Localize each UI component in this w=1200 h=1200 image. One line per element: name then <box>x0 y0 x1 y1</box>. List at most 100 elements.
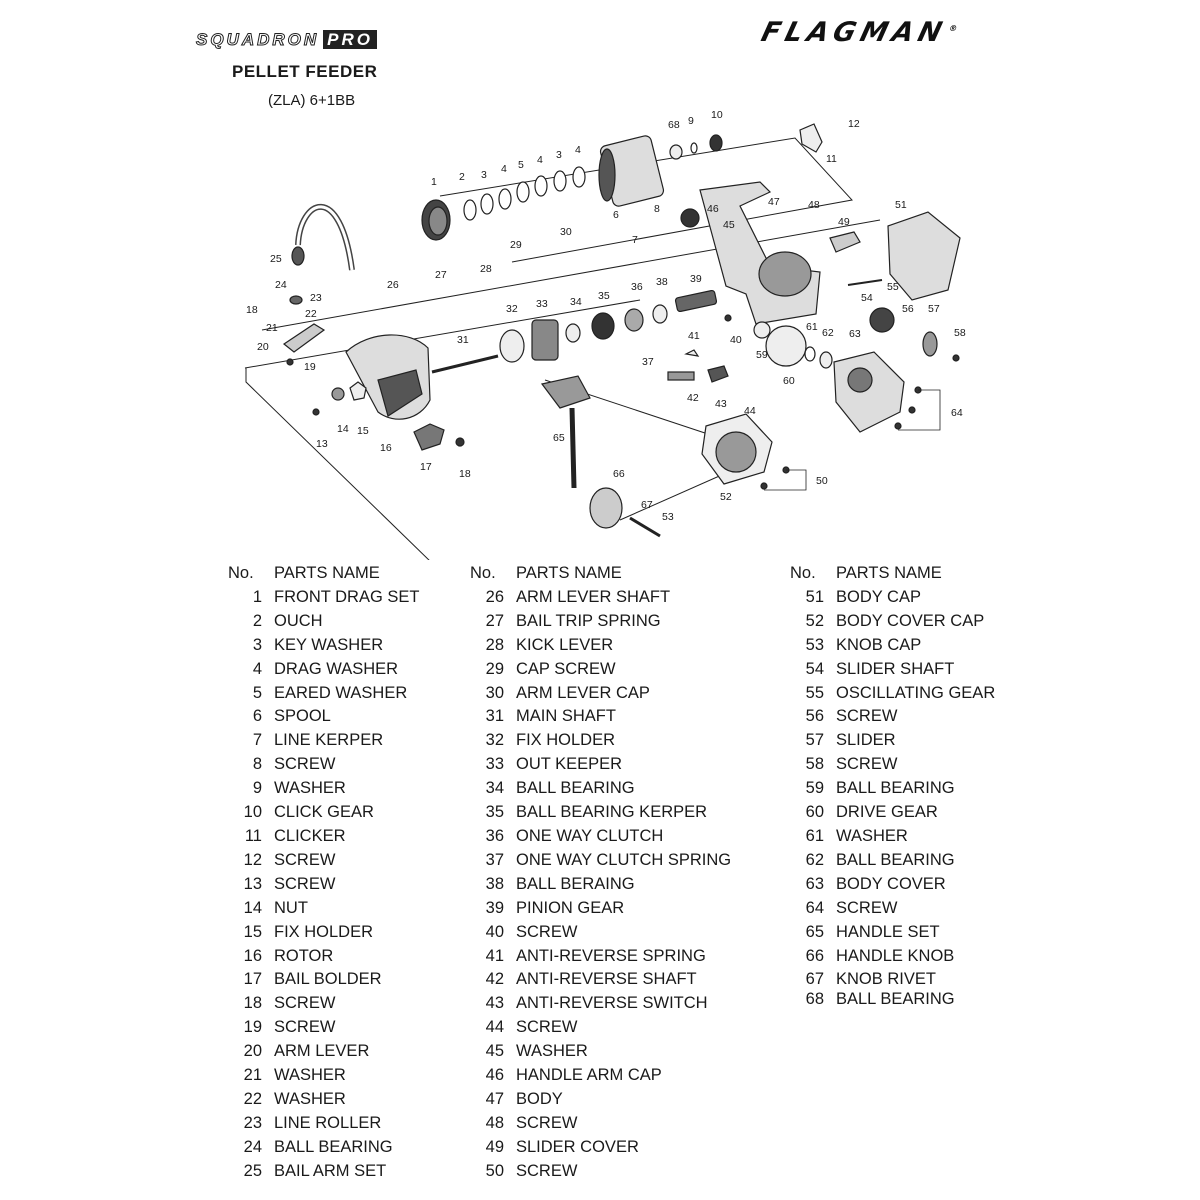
bearing-part <box>819 351 833 369</box>
part-name: FIX HOLDER <box>516 731 616 750</box>
washer-part <box>572 166 586 188</box>
part-callout: 27 <box>435 269 447 281</box>
part-name: SCREW <box>274 1018 336 1037</box>
fix-holder-part <box>349 381 367 401</box>
part-number: 10 <box>243 803 262 822</box>
bearing-part <box>591 312 615 340</box>
part-callout: 65 <box>553 432 565 444</box>
part-name: WASHER <box>274 779 346 798</box>
part-number: 52 <box>805 611 824 630</box>
part-callout: 58 <box>954 327 966 339</box>
part-number: 51 <box>805 587 824 606</box>
part-number: 22 <box>243 1089 262 1108</box>
part-name: BAIL BOLDER <box>274 970 382 989</box>
part-callout: 23 <box>310 292 322 304</box>
part-number: 55 <box>805 683 824 702</box>
anti-reverse-shaft-part <box>667 371 695 381</box>
part-number: 36 <box>485 826 504 845</box>
out-keeper-part <box>531 319 559 361</box>
part-name: SCREW <box>836 898 898 917</box>
part-number: 67 <box>805 970 824 989</box>
part-name: ONE WAY CLUTCH <box>516 826 664 845</box>
clutch-part <box>624 308 644 332</box>
part-name: SLIDER COVER <box>516 1137 639 1156</box>
part-name: SCREW <box>836 755 898 774</box>
part-callout: 21 <box>266 322 278 334</box>
part-name: ROTOR <box>274 946 334 965</box>
part-callout: 53 <box>662 511 674 523</box>
part-number: 62 <box>805 850 824 869</box>
parts-header: No.PARTS NAME <box>790 562 995 586</box>
part-number: 4 <box>252 659 262 678</box>
part-callout: 47 <box>768 196 780 208</box>
part-number: 43 <box>485 994 504 1013</box>
knob-rivet-part <box>629 516 661 538</box>
part-callout: 55 <box>887 281 899 293</box>
part-callout: 17 <box>420 461 432 473</box>
part-callout: 42 <box>687 392 699 404</box>
part-callout: 52 <box>720 491 732 503</box>
part-callout: 16 <box>380 442 392 454</box>
part-callout: 18 <box>246 304 258 316</box>
parts-header: No.PARTS NAME <box>470 562 731 586</box>
part-name: SCREW <box>516 922 578 941</box>
anti-reverse-spring-part <box>684 349 700 357</box>
part-callout: 60 <box>783 375 795 387</box>
anti-reverse-switch-part <box>707 365 729 383</box>
part-callout: 11 <box>826 153 837 165</box>
part-callout: 48 <box>808 199 820 211</box>
part-number: 59 <box>805 779 824 798</box>
page-title: PELLET FEEDER <box>232 62 378 81</box>
part-name: BALL BEARING <box>836 990 955 1009</box>
header-no: No. <box>228 564 254 582</box>
pinion-gear-part <box>674 289 718 313</box>
part-number: 63 <box>805 874 824 893</box>
part-number: 58 <box>805 755 824 774</box>
part-callout: 26 <box>387 279 399 291</box>
part-number: 44 <box>485 1018 504 1037</box>
part-name: ANTI-REVERSE SWITCH <box>516 994 708 1013</box>
page-subtitle: (ZLA) 6+1BB <box>268 92 356 109</box>
handle-set-part <box>569 407 577 489</box>
part-name: ANTI-REVERSE SPRING <box>516 946 706 965</box>
part-name: WASHER <box>516 1042 588 1061</box>
part-callout: 43 <box>715 398 727 410</box>
part-name: HANDLE SET <box>836 922 940 941</box>
drive-gear-part <box>765 325 807 367</box>
part-callout: 7 <box>632 234 638 246</box>
arm-lever-part <box>282 323 326 353</box>
part-number: 3 <box>252 635 262 654</box>
part-callout: 57 <box>928 303 940 315</box>
part-callout: 32 <box>506 303 518 315</box>
part-callout: 19 <box>304 361 316 373</box>
screw-part <box>908 406 916 414</box>
part-callout: 5 <box>518 159 524 171</box>
parts-row: 43 ANTI-REVERSE SWITCH <box>470 992 731 1016</box>
